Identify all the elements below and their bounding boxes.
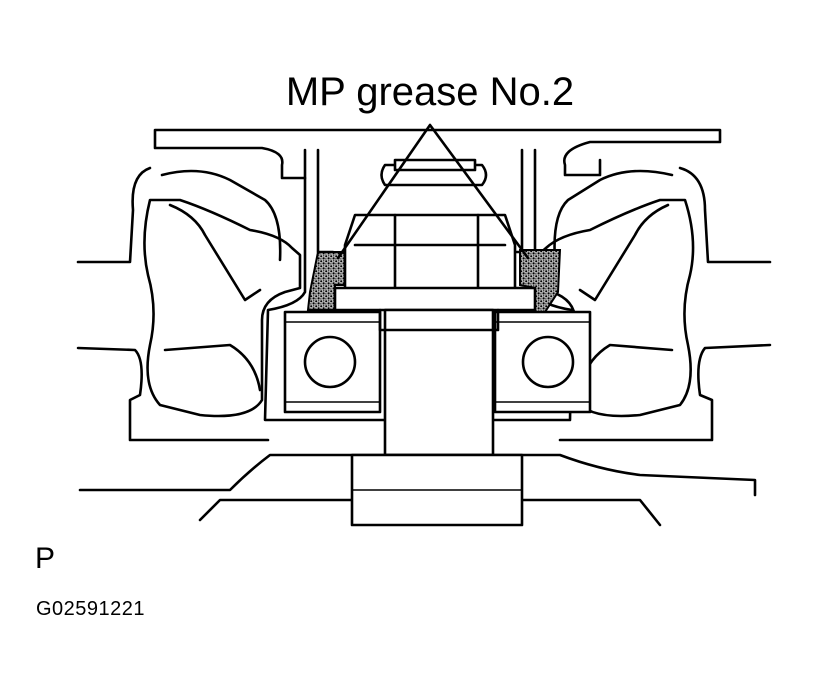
right-housing — [553, 166, 772, 442]
washer — [333, 286, 537, 312]
callout-leader-lines — [336, 123, 530, 260]
center-rod-shoulder — [378, 308, 500, 332]
ball-left — [303, 335, 357, 389]
right-housing-inner — [578, 203, 674, 392]
ball-right — [521, 335, 575, 389]
top-mount-plate — [153, 128, 722, 180]
figure-id: G02591221 — [36, 598, 146, 620]
callout-label: MP grease No.2 — [285, 70, 575, 114]
nut — [343, 213, 517, 292]
right-rubber-insulator — [536, 198, 695, 418]
center-rod — [383, 308, 495, 457]
left-rubber-insulator — [143, 198, 302, 418]
nut-facets — [353, 213, 507, 292]
piston-rod-tip — [393, 158, 477, 172]
left-housing-inner — [163, 203, 262, 392]
view-letter: P — [35, 542, 56, 575]
bearing-inner-lines — [285, 321, 590, 403]
left-housing — [76, 166, 282, 442]
